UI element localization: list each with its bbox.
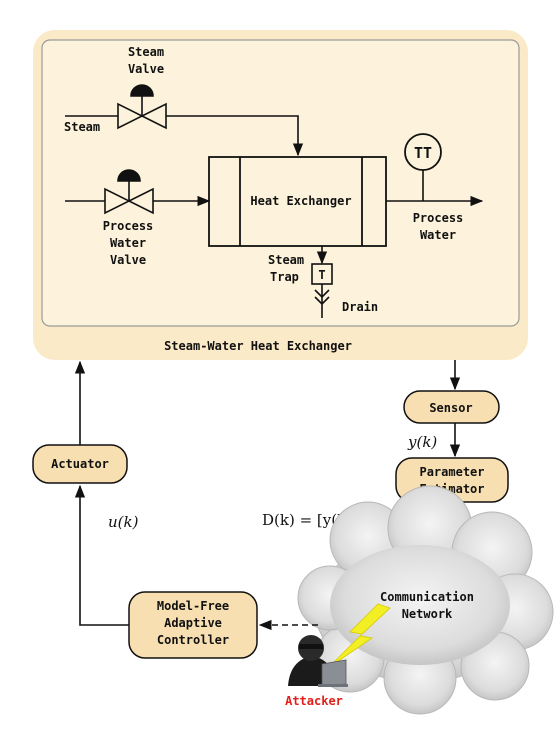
network-label-2: Network bbox=[402, 607, 453, 621]
attacker-icon bbox=[288, 635, 348, 687]
steam-to-exchanger-arrow bbox=[166, 115, 304, 157]
controller-label-1: Model-Free bbox=[157, 599, 229, 613]
drain-arrow-icon bbox=[314, 289, 330, 306]
process-water-valve-label-3: Valve bbox=[110, 253, 146, 267]
steam-label: Steam bbox=[64, 120, 100, 134]
temperature-transmitter-icon bbox=[404, 133, 442, 171]
transmitter-label: TT bbox=[414, 144, 432, 162]
steam-valve-icon bbox=[117, 84, 167, 130]
u-signal-label: u(k) bbox=[108, 513, 139, 531]
plant-title: Steam-Water Heat Exchanger bbox=[164, 339, 352, 353]
controller-label-3: Controller bbox=[157, 633, 229, 647]
process-water-valve-label-1: Process bbox=[103, 219, 154, 233]
heat-exchanger-label: Heat Exchanger bbox=[250, 194, 351, 208]
sensor-block bbox=[403, 390, 500, 424]
sensor-label: Sensor bbox=[429, 401, 472, 415]
process-water-label-1: Process bbox=[413, 211, 464, 225]
steam-trap-label-2: Trap bbox=[270, 270, 299, 284]
parameter-estimator-label-1: Parameter bbox=[419, 465, 484, 479]
steam-trap-symbol: T bbox=[318, 268, 325, 282]
steam-valve-label-1: Steam bbox=[128, 45, 164, 59]
process-water-label-2: Water bbox=[420, 228, 456, 242]
y-signal-label: y(k) bbox=[407, 433, 437, 451]
process-water-valve-label-2: Water bbox=[110, 236, 146, 250]
drain-label: Drain bbox=[342, 300, 378, 314]
network-label-1: Communication bbox=[380, 590, 474, 604]
actuator-label: Actuator bbox=[51, 457, 109, 471]
controller-to-actuator-arrow bbox=[74, 484, 129, 626]
cloud-core bbox=[330, 545, 510, 665]
controller-label-2: Adaptive bbox=[164, 616, 222, 630]
steam-valve-label-2: Valve bbox=[128, 62, 164, 76]
steam-trap-label-1: Steam bbox=[268, 253, 304, 267]
lightning-icon bbox=[327, 603, 391, 669]
attacker-label: Attacker bbox=[285, 694, 343, 708]
